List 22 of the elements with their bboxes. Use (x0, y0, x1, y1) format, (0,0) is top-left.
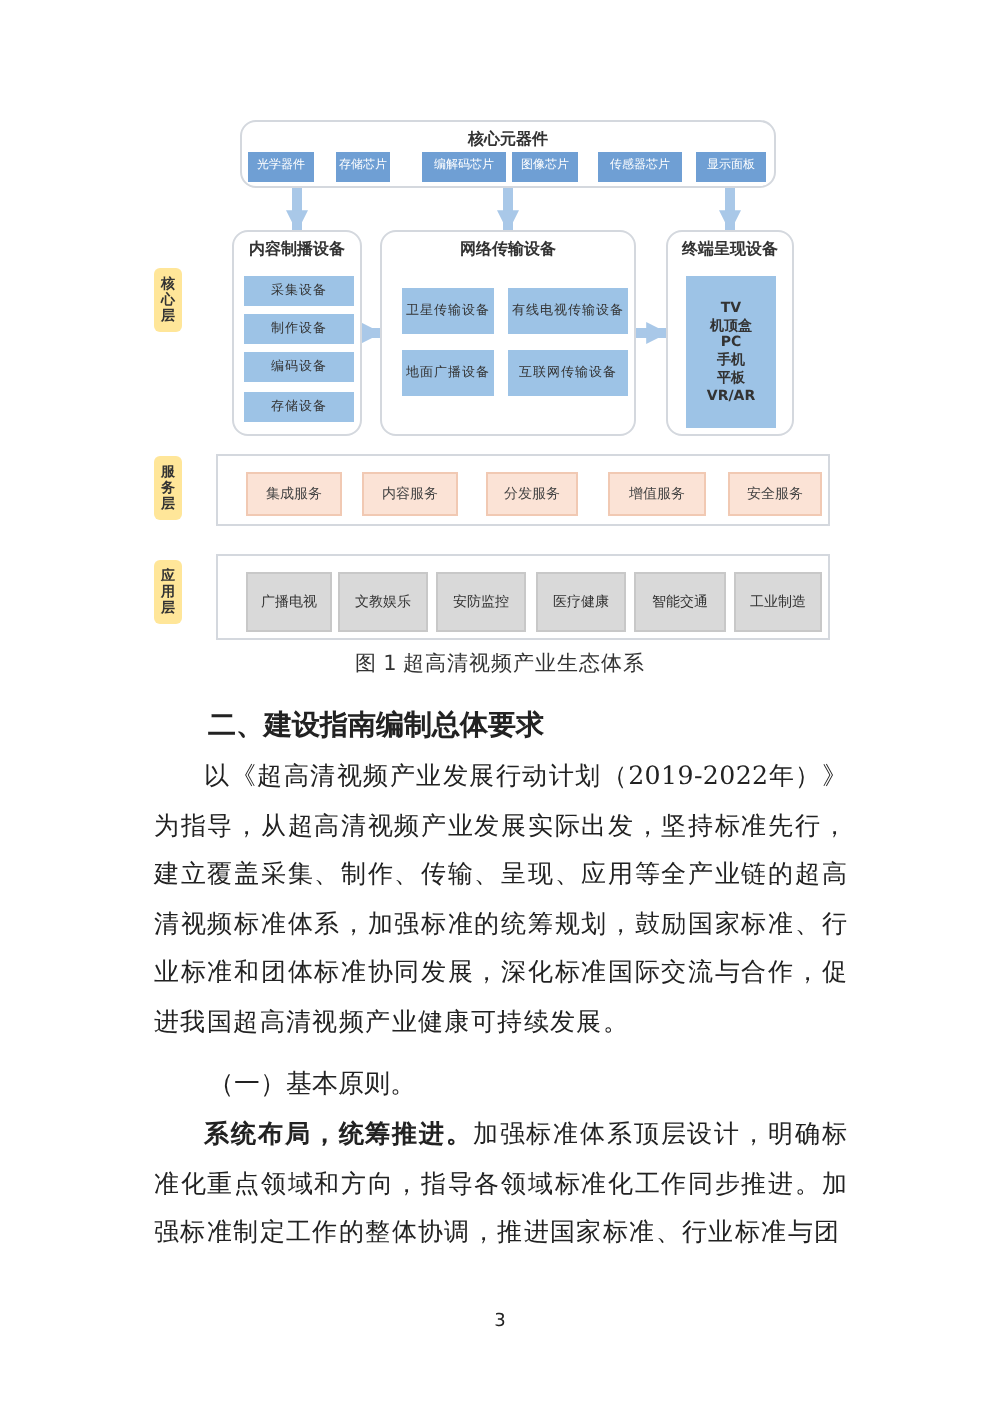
block-arrow (497, 188, 519, 233)
group-panel (232, 230, 362, 436)
layer-band (216, 554, 830, 640)
figure-caption: 图 1 超高清视频产业生态体系 (352, 650, 648, 678)
group-title: 内容制播设备 (247, 238, 347, 260)
block-arrow (360, 322, 383, 344)
terminal-box (686, 276, 776, 428)
block-arrow (286, 188, 308, 233)
layer-band (216, 454, 830, 526)
group-panel (666, 230, 794, 436)
block-arrow (636, 322, 669, 344)
group-panel (380, 230, 636, 436)
page-number: 3 (492, 1312, 508, 1332)
paragraph: 系统布局，统筹推进。加强标准体系顶层设计，明确标准化重点领域和方向，指导各领域标准化工作同步推进。加强标准制定工作的整体协调，推进国家标准、行业标准与团 (154, 1116, 848, 1251)
paragraph: 以《超高清视频产业发展行动计划（2019-2022年）》为指导，从超高清视频产业发展实际出发，坚持标准先行，建立覆盖采集、制作、传输、呈现、应用等全产业链的超高清视频标准体系，加强标准的统筹规划，鼓励国家标准、行业标准和团体标准协同发展，深化标准国际交流与合作，促进我国超高清视频产业健康可持续发展。 (154, 758, 848, 1040)
group-title: 终端呈现设备 (679, 238, 780, 260)
group-title: 网络传输设备 (458, 238, 558, 260)
section-heading: 二、建设指南编制总体要求 (208, 708, 546, 746)
block-arrow (719, 188, 741, 233)
component-panel (240, 120, 776, 188)
subsection-heading: （一）基本原则。 (208, 1068, 418, 1104)
group-title: 核心元器件 (465, 128, 550, 150)
